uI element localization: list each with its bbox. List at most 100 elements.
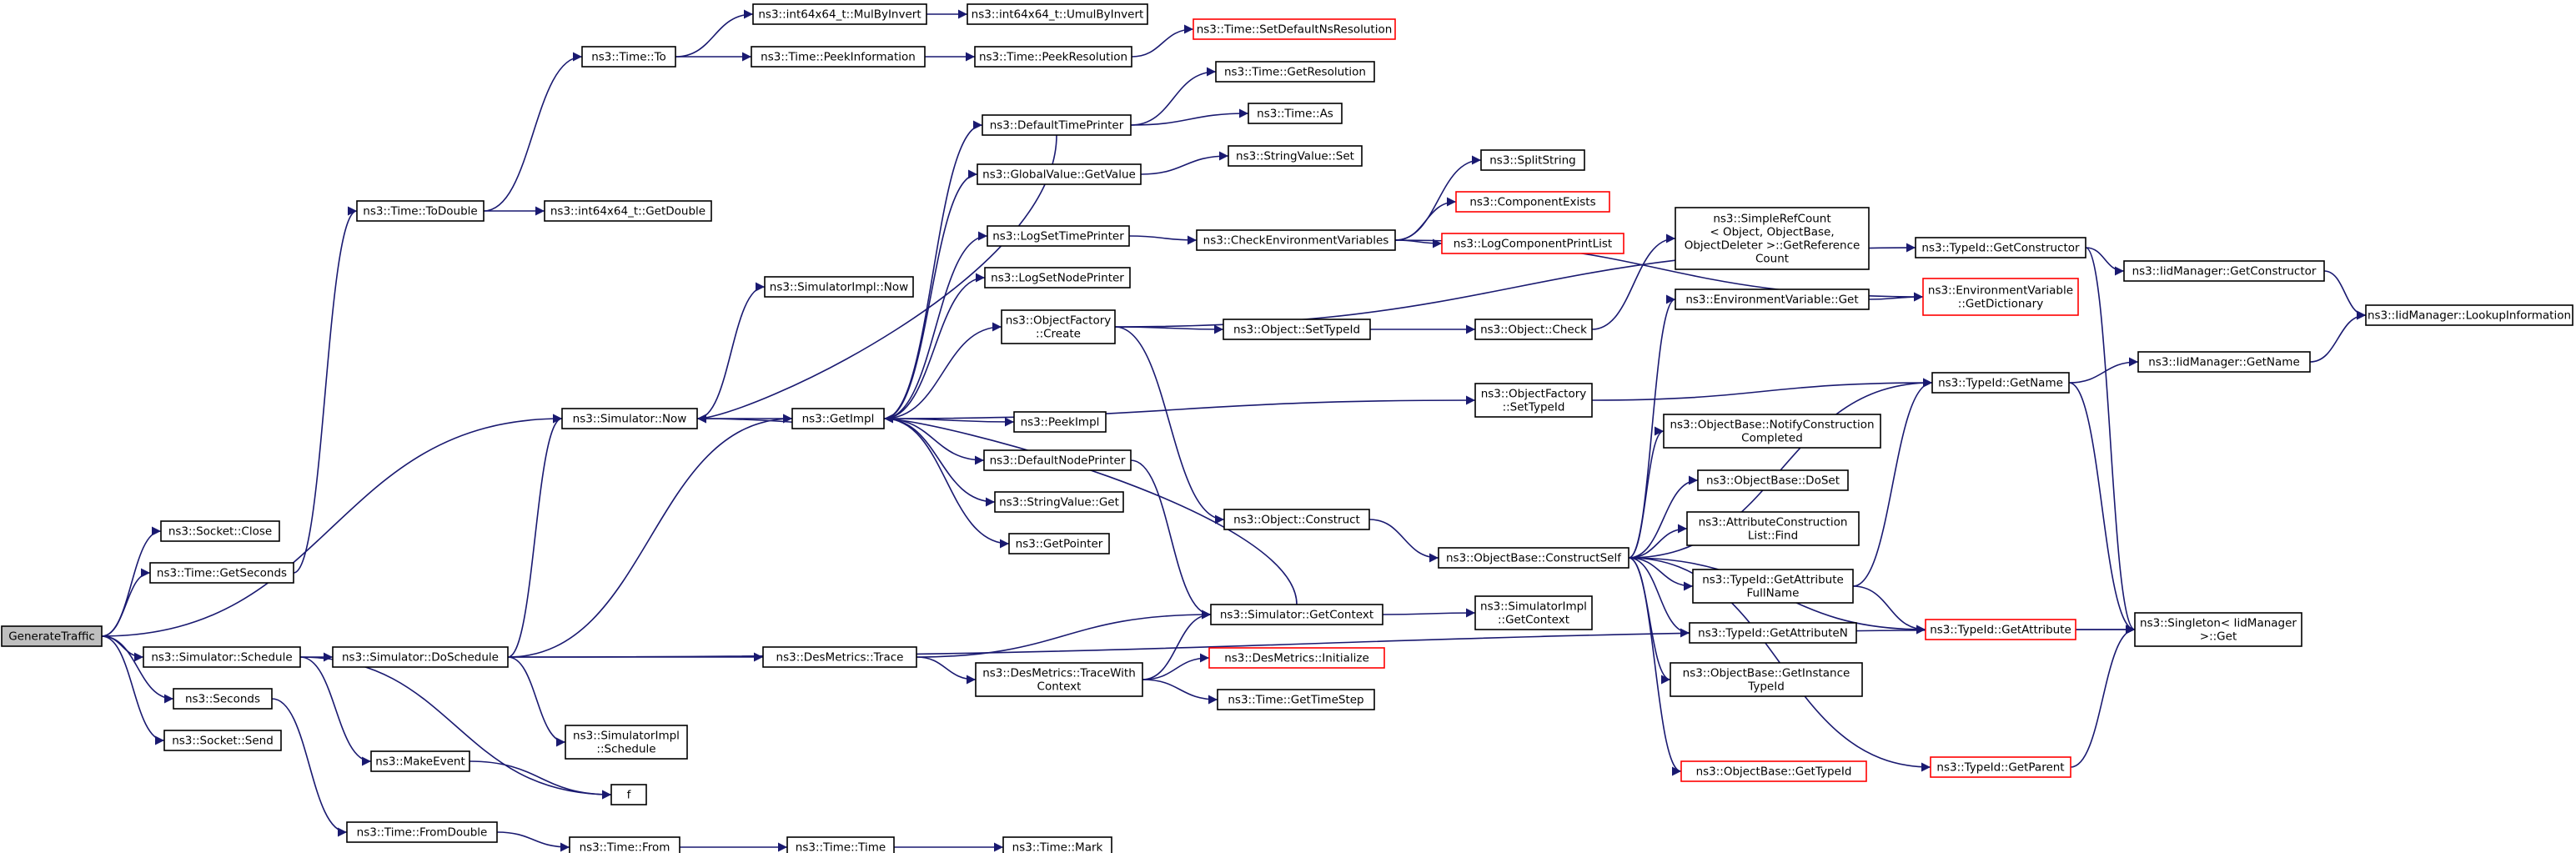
edge-time-getseconds-to-time-todouble xyxy=(293,206,358,574)
graph-node-seconds[interactable]: ns3::Seconds xyxy=(173,688,273,710)
graph-node-typeid-getconstructor[interactable]: ns3::TypeId::GetConstructor xyxy=(1915,237,2086,258)
edge-typeid-getconstructor-to-singleton-get xyxy=(2085,247,2136,635)
graph-node-objectfactory-create[interactable]: ns3::ObjectFactory::Create xyxy=(1001,309,1116,344)
graph-node-peekimpl[interactable]: ns3::PeekImpl xyxy=(1013,411,1107,433)
graph-node-simulator-now[interactable]: ns3::Simulator::Now xyxy=(561,408,698,429)
node-label: ::Schedule xyxy=(596,742,655,755)
graph-node-simulatorimpl-getcontext[interactable]: ns3::SimulatorImpl::GetContext xyxy=(1474,595,1593,630)
node-label: ns3::GetImpl xyxy=(802,412,875,425)
node-label: ns3::Object::SetTypeId xyxy=(1233,323,1360,336)
graph-node-objectbase-gettypeid[interactable]: ns3::ObjectBase::GetTypeId xyxy=(1680,760,1867,782)
graph-node-checkenvironmentvariables[interactable]: ns3::CheckEnvironmentVariables xyxy=(1196,229,1396,251)
graph-node-logcomponentprintlist[interactable]: ns3::LogComponentPrintList xyxy=(1441,233,1624,254)
graph-node-splitstring[interactable]: ns3::SplitString xyxy=(1480,149,1585,171)
graph-node-stringvalue-get[interactable]: ns3::StringValue::Get xyxy=(994,491,1124,513)
graph-node-typeid-getparent[interactable]: ns3::TypeId::GetParent xyxy=(1930,756,2071,778)
node-box xyxy=(2134,612,2302,647)
node-box xyxy=(752,3,927,25)
edge-defaulttimeprinter-to-simulator-now xyxy=(696,134,1057,424)
graph-node-environmentvariable-getdictionary[interactable]: ns3::EnvironmentVariable::GetDictionary xyxy=(1922,278,2079,316)
edge-generatetraffic-to-socket-close xyxy=(101,526,162,637)
graph-node-typeid-getattribute[interactable]: ns3::TypeId::GetAttribute xyxy=(1925,619,2076,640)
graph-node-socket-close[interactable]: ns3::Socket::Close xyxy=(160,520,280,542)
graph-node-defaultnodeprinter[interactable]: ns3::DefaultNodePrinter xyxy=(983,449,1132,471)
edge-objectbase-constructself-to-typeid-getattributefullname xyxy=(1628,557,1694,591)
node-box xyxy=(977,163,1142,185)
node-box xyxy=(1215,61,1375,83)
node-box xyxy=(569,836,680,853)
graph-node-time-peekresolution[interactable]: ns3::Time::PeekResolution xyxy=(974,46,1132,68)
graph-node-desmetrics-initialize[interactable]: ns3::DesMetrics::Initialize xyxy=(1208,647,1385,669)
node-label: ns3::StringValue::Get xyxy=(999,495,1119,509)
graph-node-getpointer[interactable]: ns3::GetPointer xyxy=(1008,533,1110,554)
node-label: ns3::int64x64_t::UmulByInvert xyxy=(972,8,1144,21)
node-box xyxy=(791,408,885,429)
graph-node-iidmanager-lookupinformation[interactable]: ns3::IidManager::LookupInformation xyxy=(2365,304,2573,326)
graph-node-int64-getdouble[interactable]: ns3::int64x64_t::GetDouble xyxy=(544,200,712,222)
node-box xyxy=(786,836,895,853)
graph-node-time-from[interactable]: ns3::Time::From xyxy=(569,836,680,853)
graph-node-simulator-schedule[interactable]: ns3::Simulator::Schedule xyxy=(143,646,301,668)
node-label: ns3::IidManager::GetConstructor xyxy=(2132,264,2317,278)
graph-node-typeid-getname[interactable]: ns3::TypeId::GetName xyxy=(1931,372,2070,394)
node-box xyxy=(149,562,294,584)
graph-node-objectbase-doset[interactable]: ns3::ObjectBase::DoSet xyxy=(1697,469,1849,491)
graph-node-time-setdefaultnsresolution[interactable]: ns3::Time::SetDefaultNsResolution xyxy=(1193,18,1396,40)
graph-node-simplerefcount[interactable]: ns3::SimpleRefCount< Object, ObjectBase,… xyxy=(1675,207,1870,270)
edge-desmetrics-trace-to-simulator-getcontext xyxy=(916,610,1212,658)
node-box xyxy=(1438,547,1629,569)
edge-generatetraffic-to-socket-send xyxy=(101,635,165,745)
graph-node-stringvalue-set[interactable]: ns3::StringValue::Set xyxy=(1228,145,1363,167)
graph-node-object-construct[interactable]: ns3::Object::Construct xyxy=(1223,509,1370,530)
edge-typeid-getattributefullname-to-typeid-getname xyxy=(1852,378,1933,587)
graph-node-desmetrics-trace[interactable]: ns3::DesMetrics::Trace xyxy=(762,646,917,668)
graph-node-objectbase-notifyconstructioncompleted[interactable]: ns3::ObjectBase::NotifyConstructionCompl… xyxy=(1663,414,1881,449)
edge-logsettimeprinter-to-checkenvironmentvariables xyxy=(1128,235,1198,245)
edge-simulator-doschedule-to-getimpl xyxy=(507,414,793,658)
graph-node-object-settypeid[interactable]: ns3::Object::SetTypeId xyxy=(1223,319,1371,340)
graph-node-time-time[interactable]: ns3::Time::Time xyxy=(786,836,895,853)
graph-node-defaulttimeprinter[interactable]: ns3::DefaultTimePrinter xyxy=(982,114,1132,136)
graph-node-time-peekinformation[interactable]: ns3::Time::PeekInformation xyxy=(751,46,926,68)
graph-node-simulatorimpl-schedule[interactable]: ns3::SimulatorImpl::Schedule xyxy=(565,725,688,760)
node-label: ::GetDictionary xyxy=(1958,297,2043,310)
graph-node-simulatorimpl-now[interactable]: ns3::SimulatorImpl::Now xyxy=(764,276,914,298)
graph-node-f[interactable]: f xyxy=(610,784,647,805)
graph-node-time-getseconds[interactable]: ns3::Time::GetSeconds xyxy=(149,562,294,584)
graph-node-time-to[interactable]: ns3::Time::To xyxy=(581,46,676,68)
graph-node-singleton-get[interactable]: ns3::Singleton< IidManager >::Get xyxy=(2134,612,2302,647)
graph-node-time-as[interactable]: ns3::Time::As xyxy=(1248,103,1343,124)
graph-node-logsetnodeprinter[interactable]: ns3::LogSetNodePrinter xyxy=(984,267,1131,289)
graph-node-simulator-doschedule[interactable]: ns3::Simulator::DoSchedule xyxy=(332,646,509,668)
node-box xyxy=(1689,622,1857,644)
graph-node-int64-umulbyinvert[interactable]: ns3::int64x64_t::UmulByInvert xyxy=(967,3,1148,25)
graph-node-iidmanager-getconstructor[interactable]: ns3::IidManager::GetConstructor xyxy=(2123,260,2325,282)
graph-node-getimpl[interactable]: ns3::GetImpl xyxy=(791,408,885,429)
node-label: ::Create xyxy=(1036,327,1081,340)
graph-node-iidmanager-getname[interactable]: ns3::IidManager::GetName xyxy=(2137,351,2311,373)
graph-node-time-fromdouble[interactable]: ns3::Time::FromDouble xyxy=(346,821,498,843)
graph-node-logsettimeprinter[interactable]: ns3::LogSetTimePrinter xyxy=(987,225,1130,247)
graph-node-objectbase-constructself[interactable]: ns3::ObjectBase::ConstructSelf xyxy=(1438,547,1629,569)
edge-getimpl-to-defaultnodeprinter xyxy=(883,418,985,465)
graph-node-environmentvariable-get[interactable]: ns3::EnvironmentVariable::Get xyxy=(1675,289,1870,310)
node-label: ns3::ObjectFactory xyxy=(1481,387,1587,400)
graph-node-time-gettimestep[interactable]: ns3::Time::GetTimeStep xyxy=(1217,689,1375,710)
graph-node-socket-send[interactable]: ns3::Socket::Send xyxy=(163,730,282,751)
graph-node-makeevent[interactable]: ns3::MakeEvent xyxy=(370,750,470,772)
graph-node-simulator-getcontext[interactable]: ns3::Simulator::GetContext xyxy=(1210,604,1383,625)
graph-node-time-todouble[interactable]: ns3::Time::ToDouble xyxy=(356,200,485,222)
graph-node-typeid-getattributen[interactable]: ns3::TypeId::GetAttributeN xyxy=(1689,622,1857,644)
edge-generatetraffic-to-simulator-schedule xyxy=(101,635,144,662)
graph-node-globalvalue-getvalue[interactable]: ns3::GlobalValue::GetValue xyxy=(977,163,1142,185)
graph-node-time-mark[interactable]: ns3::Time::Mark xyxy=(1002,836,1112,853)
graph-node-object-check[interactable]: ns3::Object::Check xyxy=(1474,319,1593,340)
graph-node-int64-mulbyinvert[interactable]: ns3::int64x64_t::MulByInvert xyxy=(752,3,927,25)
graph-node-objectfactory-settypeid[interactable]: ns3::ObjectFactory::SetTypeId xyxy=(1474,383,1593,418)
graph-node-time-getresolution[interactable]: ns3::Time::GetResolution xyxy=(1215,61,1375,83)
graph-node-componentexists[interactable]: ns3::ComponentExists xyxy=(1455,191,1610,213)
